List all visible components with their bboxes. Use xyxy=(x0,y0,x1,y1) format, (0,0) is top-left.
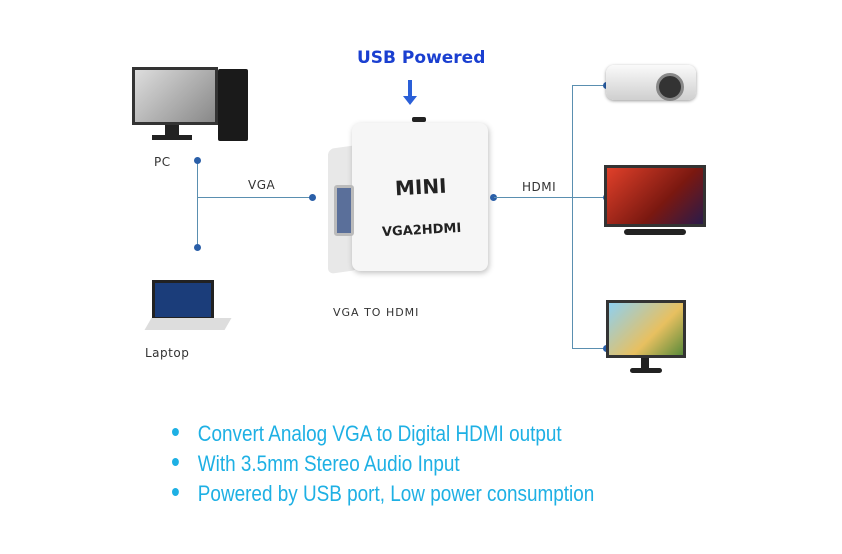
vga-dot xyxy=(309,194,316,201)
feature-text: Powered by USB port, Low power consumpti… xyxy=(197,481,595,506)
hdmi-connector xyxy=(494,197,572,198)
source-connector-vertical xyxy=(197,160,198,248)
monitor-icon xyxy=(606,300,690,380)
projector-icon xyxy=(606,55,698,103)
feature-item: With 3.5mm Stereo Audio Input xyxy=(172,451,460,477)
vga-connector xyxy=(197,197,312,198)
bullet-icon xyxy=(172,428,179,437)
down-arrow-icon xyxy=(408,80,412,98)
laptop-dot xyxy=(194,244,201,251)
pc-label: PC xyxy=(154,155,171,169)
usb-port-icon xyxy=(412,117,426,122)
feature-item: Convert Analog VGA to Digital HDMI outpu… xyxy=(172,421,562,447)
pc-icon xyxy=(130,65,250,145)
output-connector-vertical xyxy=(572,85,573,348)
tv-icon xyxy=(604,165,708,241)
monitor-connector xyxy=(572,348,608,349)
vga-port-icon xyxy=(334,185,354,236)
converter-box: MINI VGA2HDMI xyxy=(320,115,490,275)
device-brand: MINI xyxy=(394,173,448,201)
device-caption: VGA TO HDMI xyxy=(333,306,420,319)
tv-connector xyxy=(572,197,608,198)
feature-item: Powered by USB port, Low power consumpti… xyxy=(172,481,594,507)
laptop-label: Laptop xyxy=(145,346,190,360)
vga-label: VGA xyxy=(248,178,276,192)
feature-text: With 3.5mm Stereo Audio Input xyxy=(197,451,460,476)
pc-dot xyxy=(194,157,201,164)
hdmi-label: HDMI xyxy=(522,180,557,194)
usb-powered-title: USB Powered xyxy=(357,48,486,68)
feature-text: Convert Analog VGA to Digital HDMI outpu… xyxy=(197,421,562,446)
laptop-icon xyxy=(144,278,232,334)
bullet-icon xyxy=(172,458,179,467)
hdmi-dot xyxy=(490,194,497,201)
projector-connector xyxy=(572,85,608,86)
arrow-head xyxy=(403,96,417,105)
bullet-icon xyxy=(172,488,179,497)
